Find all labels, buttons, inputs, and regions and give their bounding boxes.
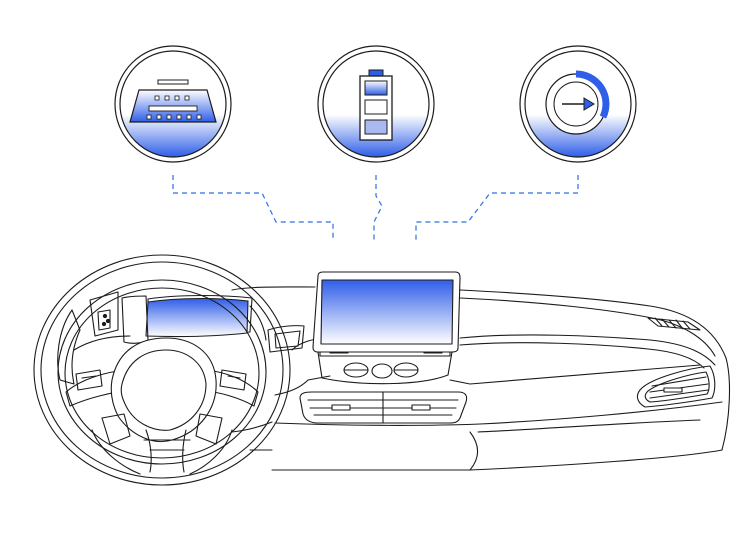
icon-circle-obd xyxy=(114,45,232,163)
obd-port-icon xyxy=(129,79,217,123)
steering-wheel xyxy=(33,254,291,486)
connector-lines xyxy=(172,175,579,240)
right-vent xyxy=(636,365,716,408)
dashboard xyxy=(33,254,731,486)
instrument-cluster-display xyxy=(145,294,305,353)
charging-progress-icon xyxy=(545,70,610,135)
icon-circle-charging xyxy=(519,45,637,163)
center-vent xyxy=(299,391,468,424)
icon-circle-battery xyxy=(317,45,435,163)
center-touchscreen xyxy=(312,271,461,353)
speaker-grille xyxy=(647,317,701,331)
battery-icon xyxy=(359,69,393,141)
